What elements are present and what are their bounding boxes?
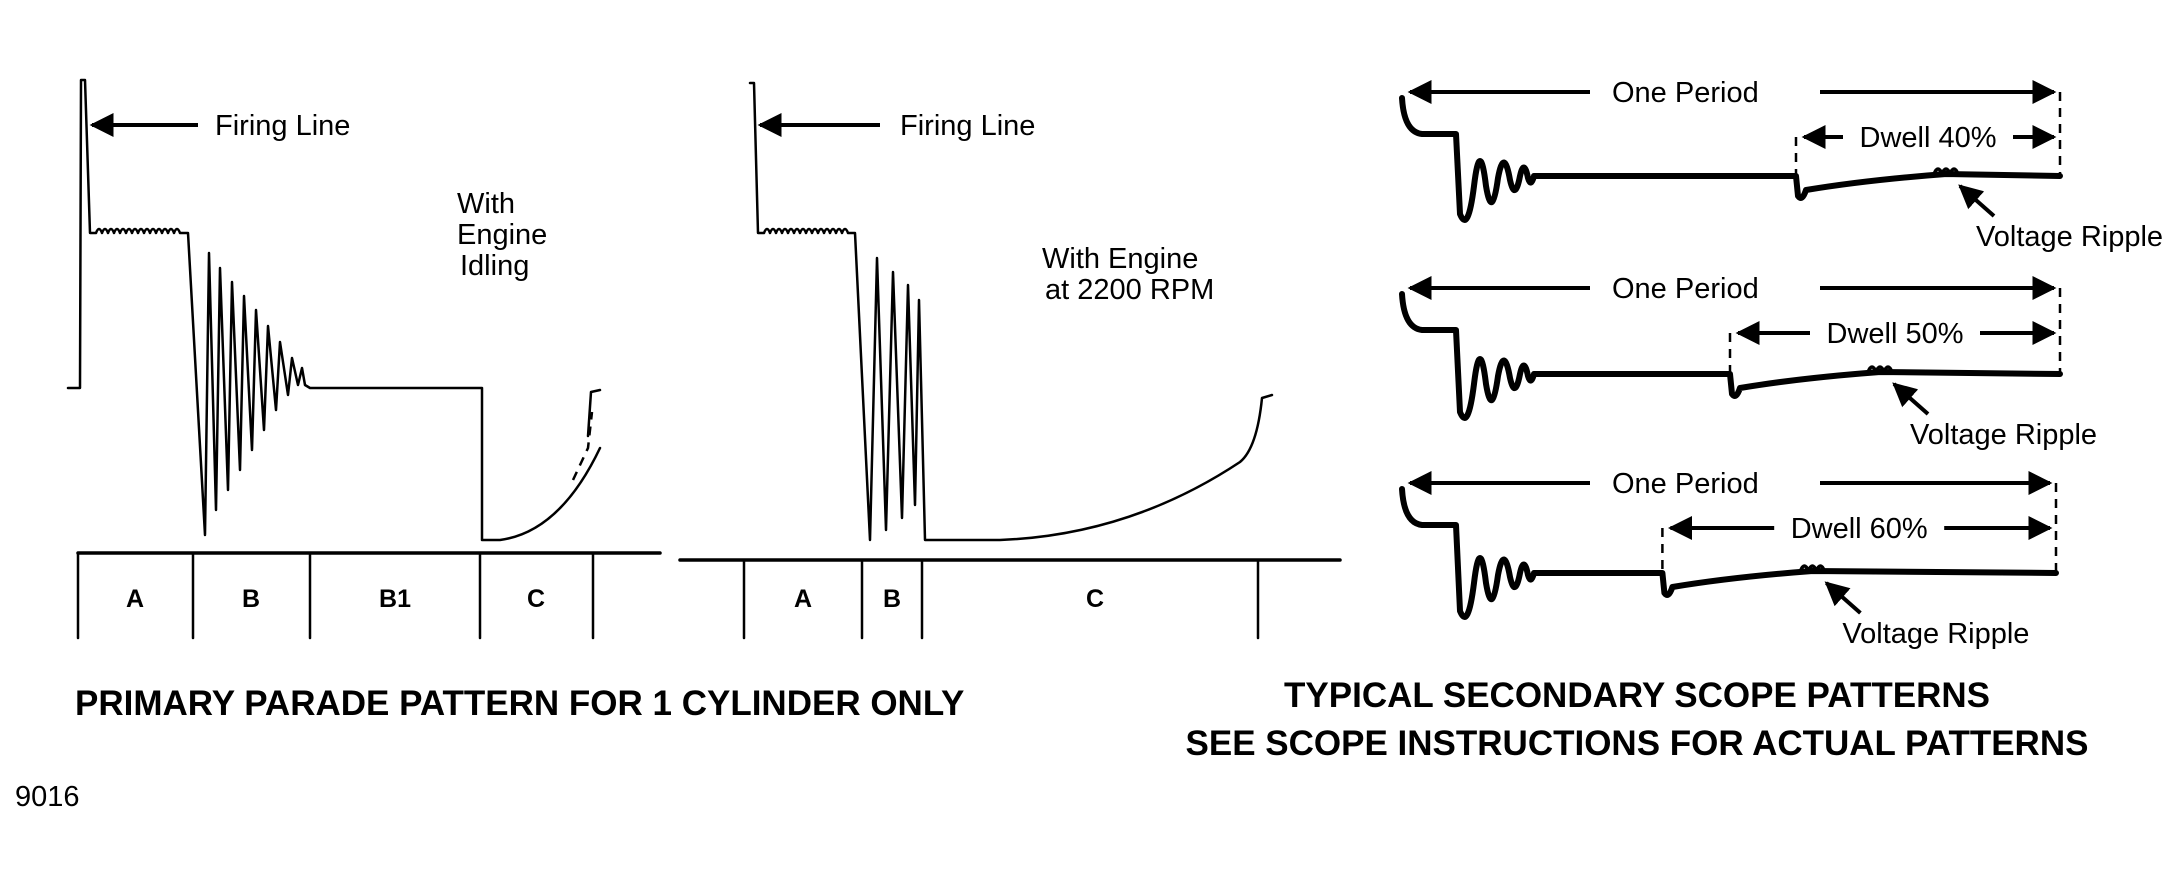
ripple-bumps (1932, 167, 1960, 176)
ripple-pointer (1958, 184, 1996, 218)
dwell-label: Dwell 40% (1860, 122, 1997, 154)
rpm-waveform (748, 81, 1274, 542)
idle-segment-b: B (242, 585, 260, 613)
secondary-waveform (1399, 291, 2063, 421)
ripple-bumps (1866, 365, 1894, 374)
idle-rise-top (586, 388, 602, 438)
secondary-waveform (1399, 95, 2063, 223)
primary-caption: PRIMARY PARADE PATTERN FOR 1 CYLINDER ON… (75, 684, 964, 723)
figure-number: 9016 (15, 781, 80, 813)
primary-2200rpm-pattern: Firing Line With Engine at 2200 RPM A B … (678, 81, 1342, 640)
ripple-bumps (1798, 564, 1827, 573)
primary-idle-pattern: Firing Line With Engine Idling A B B1 C (66, 78, 662, 640)
dwell-label: Dwell 50% (1827, 318, 1964, 350)
secondary-caption-line-2: SEE SCOPE INSTRUCTIONS FOR ACTUAL PATTER… (1186, 724, 2089, 763)
rpm-segment-b: B (883, 585, 901, 613)
idle-condition-line-2: Engine (457, 219, 547, 251)
ripple-label: Voltage Ripple (1842, 618, 2029, 650)
rpm-segment-a: A (794, 585, 812, 613)
secondary-caption-line-1: TYPICAL SECONDARY SCOPE PATTERNS (1284, 676, 1990, 715)
ripple-pointer (1892, 382, 1930, 416)
idle-waveform (66, 78, 602, 542)
ripple-label: Voltage Ripple (1910, 419, 2097, 451)
secondary-waveform (1399, 486, 2059, 620)
rpm-segment-scale: A B C (678, 558, 1342, 640)
dwell-label: Dwell 60% (1791, 513, 1928, 545)
ripple-pointer (1824, 581, 1862, 615)
rpm-firing-line-label: Firing Line (900, 110, 1035, 142)
idle-firing-line-label: Firing Line (215, 110, 350, 142)
rpm-segment-c: C (1086, 585, 1104, 613)
idle-dashed-rise (571, 411, 594, 481)
idle-condition-line-3: Idling (460, 250, 529, 282)
idle-segment-a: A (126, 585, 144, 613)
rpm-condition-line-2: at 2200 RPM (1045, 274, 1214, 306)
period-label: One Period (1612, 77, 1759, 109)
idle-segment-b1: B1 (379, 585, 411, 613)
period-label: One Period (1612, 468, 1759, 500)
period-label: One Period (1612, 273, 1759, 305)
rpm-condition-line-1: With Engine (1042, 243, 1198, 275)
idle-segment-scale: A B B1 C (76, 551, 662, 640)
idle-segment-c: C (527, 585, 545, 613)
idle-condition-line-1: With (457, 188, 515, 220)
ripple-label: Voltage Ripple (1976, 221, 2163, 253)
